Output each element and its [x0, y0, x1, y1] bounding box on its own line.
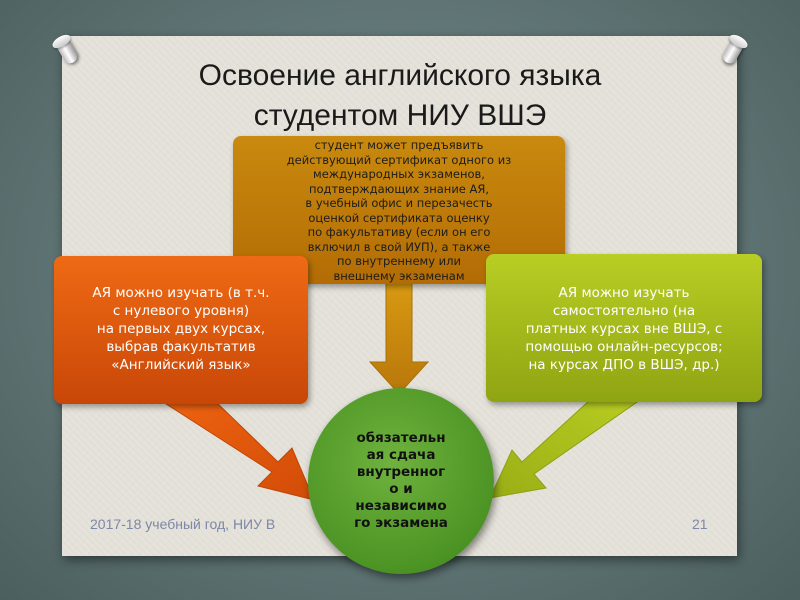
elective-line: «Английский язык» — [111, 357, 251, 373]
certificate-line: по факультативу (если он его — [307, 225, 491, 239]
exam-line: ая сдача — [366, 447, 436, 463]
certificate-line: действующий сертификат одного из — [286, 152, 512, 167]
self-study-line: АЯ можно изучать — [558, 285, 690, 301]
page-number: 21 — [692, 516, 708, 532]
self-study-line: самостоятельно (на — [552, 303, 696, 319]
certificate-line: по внутреннему или — [337, 254, 461, 268]
elective-line: с нулевого уровня) — [112, 303, 250, 319]
mandatory-exam-circle: обязательн ая сдача внутренног о и незав… — [308, 388, 494, 574]
exam-line: о и — [389, 481, 413, 497]
certificate-line: оценкой сертификата оценку — [308, 210, 490, 225]
elective-course-box: АЯ можно изучать (в т.ч. с нулевого уров… — [54, 256, 308, 404]
slide-title: Освоение английского языка студентом НИУ… — [80, 56, 720, 136]
self-study-box: АЯ можно изучать самостоятельно (на плат… — [486, 254, 762, 402]
elective-line: на первых двух курсах, — [96, 321, 266, 337]
exam-line: обязательн — [356, 430, 446, 446]
self-study-line: платных курсах вне ВШЭ, с — [525, 321, 723, 337]
exam-line: независимо — [355, 498, 447, 514]
arrow-top-down — [368, 279, 430, 395]
footer-text: 2017-18 учебный год, НИУ В — [90, 516, 276, 532]
exam-line: го экзамена — [354, 515, 448, 531]
certificate-line: студент может предъявить — [314, 138, 484, 152]
elective-line: АЯ можно изучать (в т.ч. — [92, 285, 270, 301]
title-line-1: Освоение английского языка — [198, 59, 602, 92]
certificate-line: международных экзаменов, — [313, 167, 485, 181]
self-study-line: на курсах ДПО в ВШЭ, др.) — [528, 357, 720, 373]
certificate-line: в учебный офис и перезачесть — [305, 196, 493, 210]
self-study-line: помощью онлайн-ресурсов; — [525, 339, 723, 355]
exam-line: внутренног — [356, 464, 446, 480]
arrow-right-diagonal — [489, 399, 642, 499]
arrow-left-diagonal — [158, 399, 315, 501]
title-line-2: студентом НИУ ВШЭ — [253, 99, 547, 132]
certificate-line: включил в свой ИУП), а также — [307, 239, 491, 254]
certificate-line: подтверждающих знание АЯ, — [308, 181, 490, 196]
certificate-line: внешнему экзаменам — [333, 268, 465, 283]
elective-line: выбрав факультатив — [106, 339, 256, 355]
